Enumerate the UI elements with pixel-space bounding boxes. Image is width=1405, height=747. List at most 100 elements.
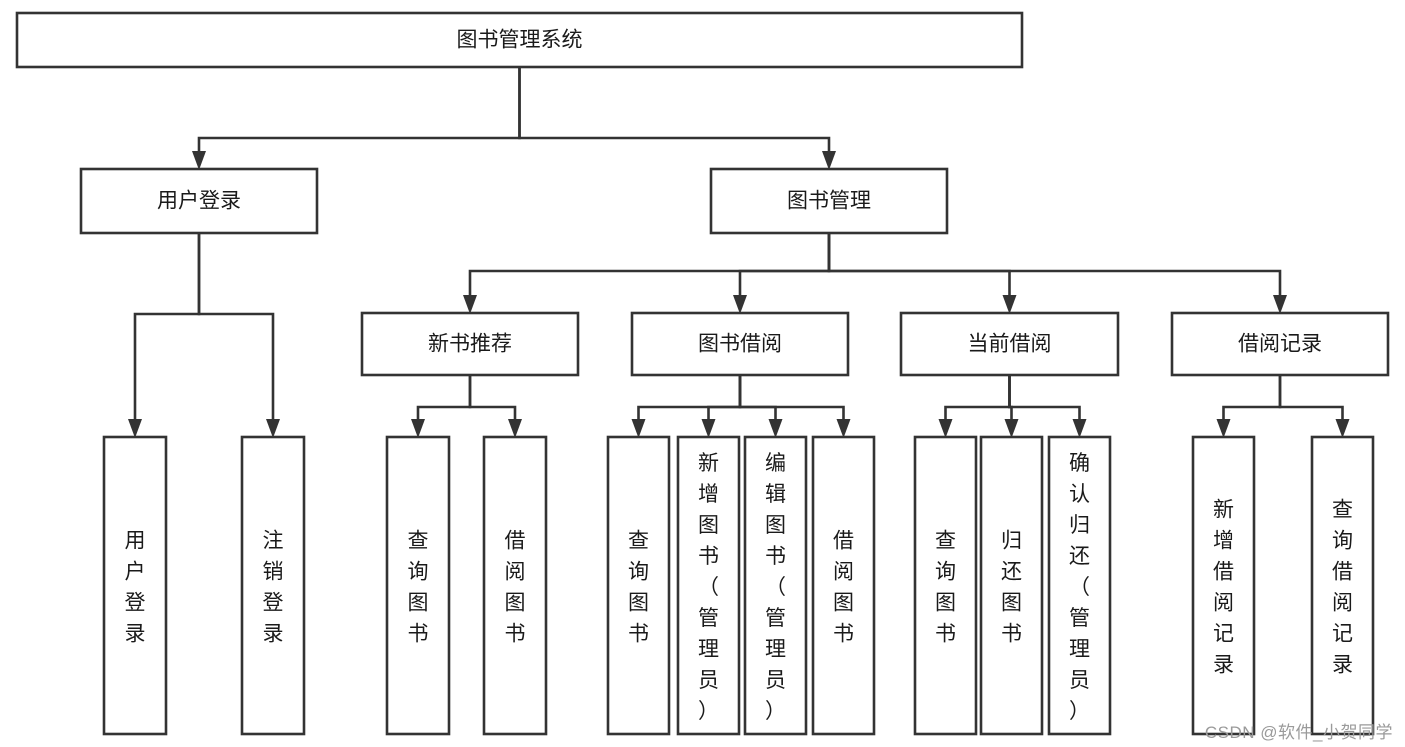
connector-line: [416, 375, 472, 425]
connector-book-borrow-to-leaf-add-book: [701, 375, 742, 438]
node-box[interactable]: [979, 435, 1044, 736]
node-book-borrow[interactable]: 图书借阅: [630, 311, 850, 377]
connector-user-login-to-leaf-user-login: [128, 233, 201, 438]
node-label: 借阅图书: [833, 530, 854, 646]
node-box[interactable]: [1047, 435, 1112, 736]
node-box[interactable]: [899, 311, 1120, 377]
node-box[interactable]: [606, 435, 671, 736]
node-box[interactable]: [385, 435, 451, 736]
arrow-head-icon: [768, 419, 783, 438]
connector-new-book-recommend-to-leaf-borrow-book-1: [468, 375, 522, 438]
connector-borrow-record-to-leaf-add-record: [1216, 375, 1282, 438]
node-leaf-edit-book[interactable]: 编辑图书（管理员）: [743, 435, 808, 736]
connector-line: [944, 375, 1011, 425]
node-box[interactable]: [15, 11, 1024, 69]
node-box[interactable]: [676, 435, 741, 736]
node-label: 借阅记录: [1238, 333, 1322, 356]
node-box[interactable]: [360, 311, 580, 377]
node-box[interactable]: [630, 311, 850, 377]
connector-line: [1278, 375, 1344, 425]
connector-line: [468, 233, 831, 301]
node-leaf-query-book-1[interactable]: 查询图书: [385, 435, 451, 736]
node-user-login[interactable]: 用户登录: [79, 167, 319, 235]
connector-line: [827, 233, 1282, 301]
connector-book-borrow-to-leaf-borrow-book-2: [738, 375, 851, 438]
node-box[interactable]: [709, 167, 949, 235]
connector-borrow-record-to-leaf-query-record: [1278, 375, 1350, 438]
node-leaf-borrow-book-2[interactable]: 借阅图书: [811, 435, 876, 736]
arrow-head-icon: [822, 151, 836, 170]
node-new-book-recommend[interactable]: 新书推荐: [360, 311, 580, 377]
watermark-label: CSDN @软件_小贺同学: [1204, 723, 1393, 742]
node-leaf-add-record[interactable]: 新增借阅记录: [1191, 435, 1256, 736]
arrow-head-icon: [463, 295, 477, 314]
node-label: 查询图书: [408, 530, 429, 646]
node-label: 查询图书: [628, 530, 649, 646]
node-book-manage[interactable]: 图书管理: [709, 167, 949, 235]
arrow-head-icon: [266, 419, 280, 438]
connector-current-borrow-to-leaf-confirm-return: [1008, 375, 1087, 438]
node-leaf-borrow-book-1[interactable]: 借阅图书: [482, 435, 548, 736]
node-leaf-query-book-3[interactable]: 查询图书: [913, 435, 978, 736]
node-box[interactable]: [102, 435, 168, 736]
node-label: 当前借阅: [968, 333, 1052, 356]
node-box[interactable]: [240, 435, 306, 736]
node-label: 借阅图书: [505, 530, 526, 646]
connector-line: [133, 233, 201, 425]
node-borrow-record[interactable]: 借阅记录: [1170, 311, 1390, 377]
node-label: 编辑图书（管理员）: [765, 452, 786, 723]
node-label: 图书管理系统: [457, 29, 583, 52]
connector-line: [738, 375, 845, 425]
arrow-head-icon: [836, 419, 851, 438]
connector-user-login-to-leaf-logout: [197, 233, 280, 438]
arrow-head-icon: [1335, 419, 1350, 438]
arrow-head-icon: [1216, 419, 1231, 438]
node-label: 用户登录: [125, 530, 146, 646]
node-label: 图书借阅: [698, 333, 782, 356]
connector-root-to-book-manage: [518, 67, 836, 170]
node-box[interactable]: [811, 435, 876, 736]
arrow-head-icon: [1004, 419, 1019, 438]
node-box[interactable]: [1310, 435, 1375, 736]
node-leaf-confirm-return[interactable]: 确认归还（管理员）: [1047, 435, 1112, 736]
node-box[interactable]: [482, 435, 548, 736]
node-label: 用户登录: [157, 190, 241, 213]
node-leaf-logout[interactable]: 注销登录: [240, 435, 306, 736]
node-current-borrow[interactable]: 当前借阅: [899, 311, 1120, 377]
node-box[interactable]: [1191, 435, 1256, 736]
arrow-head-icon: [128, 419, 142, 438]
node-label: 图书管理: [787, 190, 871, 213]
connector-book-manage-to-current-borrow: [827, 233, 1017, 314]
connector-line: [197, 233, 275, 425]
node-box[interactable]: [1170, 311, 1390, 377]
arrow-head-icon: [701, 419, 716, 438]
connector-line: [1008, 375, 1081, 425]
connector-book-manage-to-new-book-recommend: [463, 233, 831, 314]
arrow-head-icon: [733, 295, 747, 314]
arrow-head-icon: [1072, 419, 1087, 438]
connector-line: [197, 67, 521, 157]
node-leaf-query-record[interactable]: 查询借阅记录: [1310, 435, 1375, 736]
node-label: 归还图书: [1001, 530, 1022, 646]
connector-layer: [128, 67, 1350, 438]
arrow-head-icon: [1273, 295, 1287, 314]
node-box[interactable]: [743, 435, 808, 736]
arrow-head-icon: [631, 419, 646, 438]
connector-line: [468, 375, 517, 425]
node-leaf-query-book-2[interactable]: 查询图书: [606, 435, 671, 736]
connector-line: [827, 233, 1011, 301]
connector-current-borrow-to-leaf-query-book-3: [938, 375, 1011, 438]
node-box[interactable]: [79, 167, 319, 235]
node-leaf-return-book[interactable]: 归还图书: [979, 435, 1044, 736]
node-leaf-user-login[interactable]: 用户登录: [102, 435, 168, 736]
node-label: 查询借阅记录: [1332, 499, 1353, 677]
node-label: 新增借阅记录: [1213, 499, 1234, 677]
node-root[interactable]: 图书管理系统: [15, 11, 1024, 69]
node-box[interactable]: [913, 435, 978, 736]
arrow-head-icon: [938, 419, 953, 438]
node-layer: 图书管理系统用户登录图书管理新书推荐图书借阅当前借阅借阅记录用户登录注销登录查询…: [15, 11, 1390, 736]
node-label: 注销登录: [263, 530, 284, 646]
node-leaf-add-book[interactable]: 新增图书（管理员）: [676, 435, 741, 736]
node-label: 查询图书: [935, 530, 956, 646]
